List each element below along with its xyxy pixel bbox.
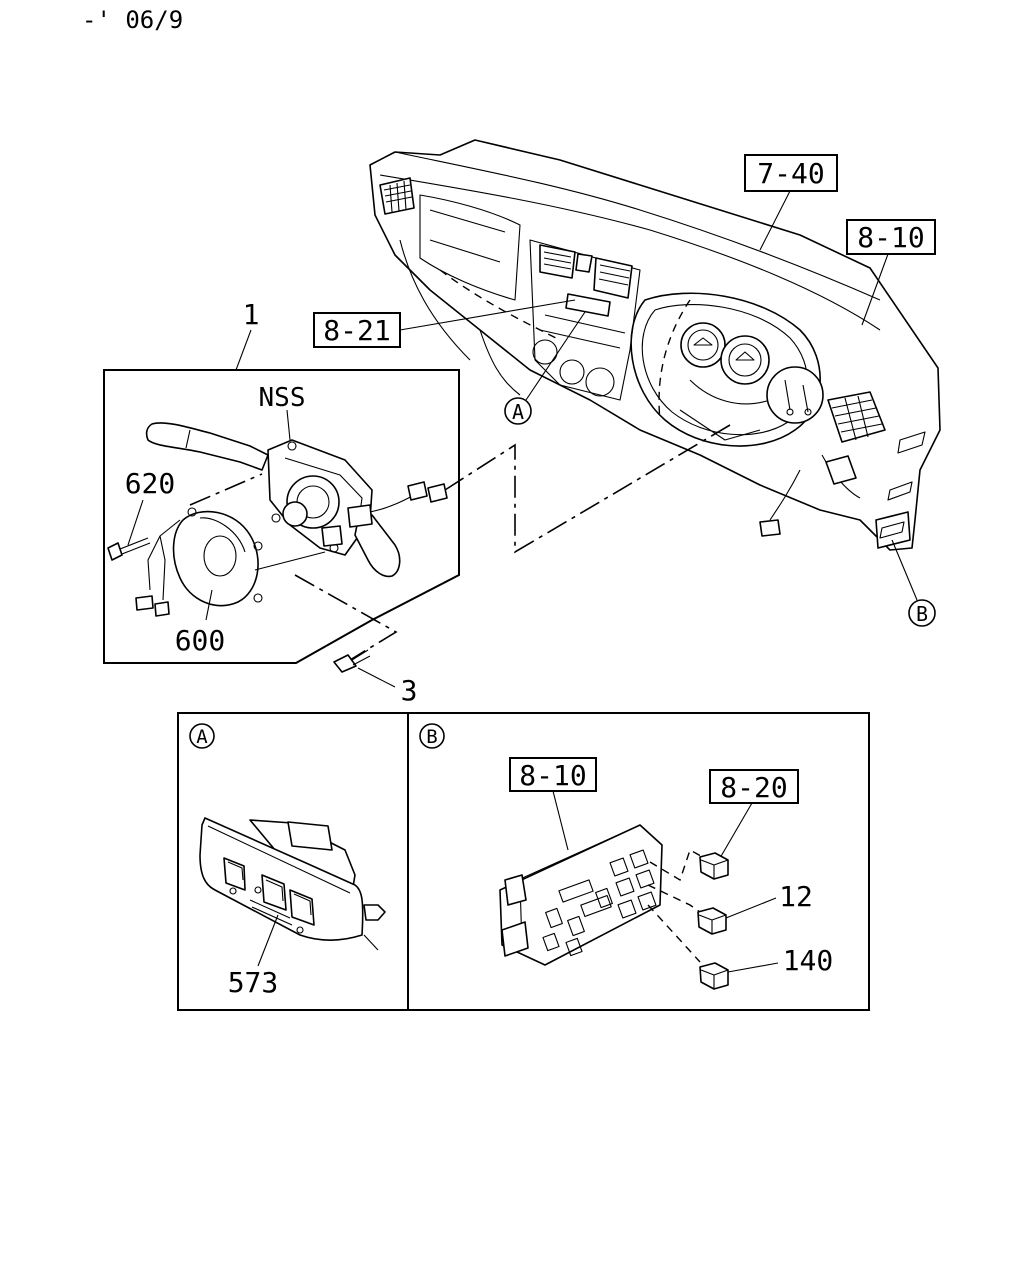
assembly-line-left bbox=[189, 473, 263, 506]
detail-b-marker-label: B bbox=[426, 726, 437, 748]
ref-box-8-10-detail: 8-10 bbox=[509, 757, 597, 851]
detail-marker-b-dash: B bbox=[891, 539, 936, 627]
part-label-600: 600 bbox=[175, 624, 226, 657]
switch-panel-573 bbox=[199, 817, 386, 967]
ref-label-8-10-detail: 8-10 bbox=[519, 759, 586, 792]
detail-a-marker-label: A bbox=[196, 726, 208, 748]
ref-label-8-20: 8-20 bbox=[720, 771, 787, 804]
header-code: -' 06/9 bbox=[82, 6, 183, 34]
part-label-620: 620 bbox=[125, 467, 176, 500]
bolt-620 bbox=[107, 499, 151, 561]
part-1-callout: 1 bbox=[235, 298, 260, 371]
part-label-573: 573 bbox=[228, 966, 279, 999]
ref-label-7-40: 7-40 bbox=[757, 157, 824, 190]
detail-marker-b-label: B bbox=[916, 602, 928, 626]
dashboard-illustration bbox=[369, 139, 941, 551]
part-label-1: 1 bbox=[243, 298, 260, 331]
ref-box-8-20: 8-20 bbox=[709, 769, 799, 859]
part-label-12: 12 bbox=[779, 880, 813, 913]
ref-box-7-40: 7-40 bbox=[744, 154, 838, 251]
ref-label-8-21: 8-21 bbox=[323, 314, 390, 347]
combination-switch bbox=[145, 409, 448, 578]
assembly-line-screw bbox=[294, 574, 398, 661]
relay-12 bbox=[697, 897, 777, 935]
part-label-140: 140 bbox=[783, 944, 834, 977]
part-label-3: 3 bbox=[401, 674, 418, 707]
part-1-frame bbox=[103, 369, 460, 664]
relay-dash-lines bbox=[647, 848, 709, 963]
spiral-cable bbox=[135, 507, 263, 621]
relay-8-20 bbox=[699, 852, 729, 880]
ref-box-8-21: 8-21 bbox=[313, 299, 576, 348]
relay-block bbox=[499, 824, 663, 966]
assembly-line-right bbox=[444, 424, 731, 554]
detail-a-marker: A bbox=[189, 723, 215, 749]
label-nss: NSS bbox=[259, 383, 306, 413]
ref-label-8-10-top: 8-10 bbox=[857, 221, 924, 254]
ref-box-8-10-top: 8-10 bbox=[846, 219, 936, 326]
relay-140 bbox=[699, 962, 779, 990]
detail-marker-a-dash: A bbox=[504, 311, 586, 425]
detail-b-marker: B bbox=[419, 723, 445, 749]
screw-3 bbox=[333, 649, 396, 688]
detail-b-panel bbox=[407, 712, 870, 1011]
detail-marker-a-label: A bbox=[512, 400, 524, 424]
